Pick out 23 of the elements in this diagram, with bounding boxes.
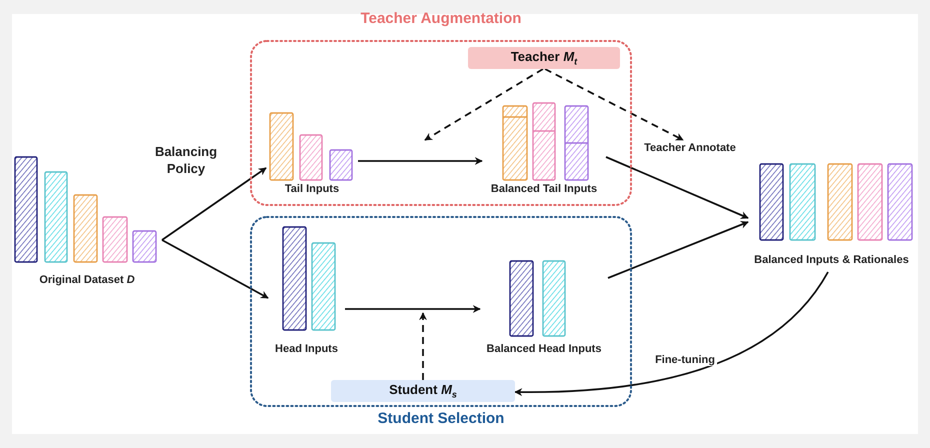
group-title: Teacher Augmentation (360, 10, 522, 27)
arrow (358, 157, 483, 165)
dataset-caption: Original Dataset D (38, 274, 136, 286)
dataset-caption: Balanced Tail Inputs (490, 183, 598, 195)
arrow (514, 272, 829, 396)
arrow (161, 167, 267, 241)
arrow (606, 156, 749, 219)
dataset-caption: Head Inputs (274, 343, 339, 355)
arrow (608, 220, 749, 279)
arrow (345, 305, 481, 313)
dataset-caption: Balanced Head Inputs (486, 343, 602, 355)
edge-label: Teacher Annotate (642, 142, 738, 154)
dataset-caption: Balanced Inputs & Rationales (753, 254, 910, 266)
dataset-caption: Tail Inputs (284, 183, 340, 195)
model-box: Student M$_{s}$ (331, 380, 515, 402)
model-box: Teacher M$_{t}$ (468, 47, 620, 69)
dashed-arrow (544, 68, 684, 141)
dashed-arrow (419, 312, 427, 380)
arrow (162, 239, 269, 299)
annotation-label: Balancing Policy (154, 144, 218, 178)
dashed-arrow (424, 68, 544, 141)
group-title: Student Selection (376, 410, 506, 427)
edge-label: Fine-tuning (653, 354, 717, 366)
